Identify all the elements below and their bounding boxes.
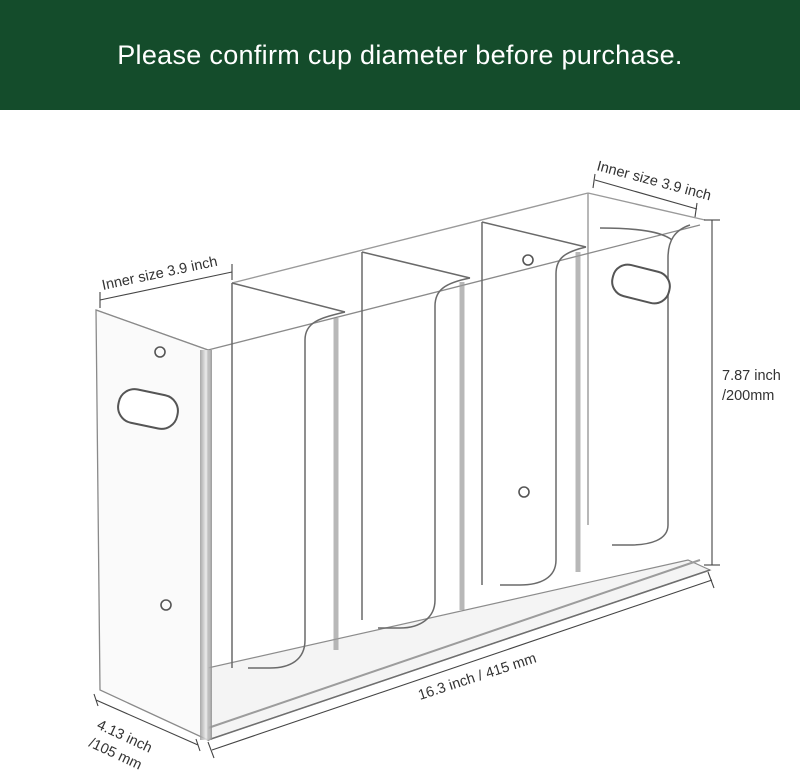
top-screw-left xyxy=(154,346,166,358)
bottom-screw-left xyxy=(160,599,172,611)
right-handle-slot xyxy=(611,263,671,305)
bottom-base xyxy=(108,559,712,741)
height-inch-label: 7.87 inch xyxy=(722,368,781,384)
inner-size-left-label: Inner size 3.9 inch xyxy=(101,254,219,294)
back-panel xyxy=(231,192,706,525)
dimension-lines xyxy=(93,173,720,759)
front-top-edge xyxy=(95,224,701,351)
bottom-screw-right xyxy=(518,486,530,498)
divider-2 xyxy=(361,251,471,629)
divider-1 xyxy=(231,282,346,669)
left-handle-slot xyxy=(117,388,179,430)
height-mm-label: /200mm xyxy=(722,388,774,404)
banner-text: Please confirm cup diameter before purch… xyxy=(117,39,683,70)
divider-3 xyxy=(481,221,587,586)
top-screw-right xyxy=(522,254,534,266)
header-banner: Please confirm cup diameter before purch… xyxy=(0,0,800,110)
right-end-panel xyxy=(599,224,705,555)
inner-size-right-label: Inner size 3.9 inch xyxy=(595,158,713,204)
left-end-panel xyxy=(95,309,212,742)
